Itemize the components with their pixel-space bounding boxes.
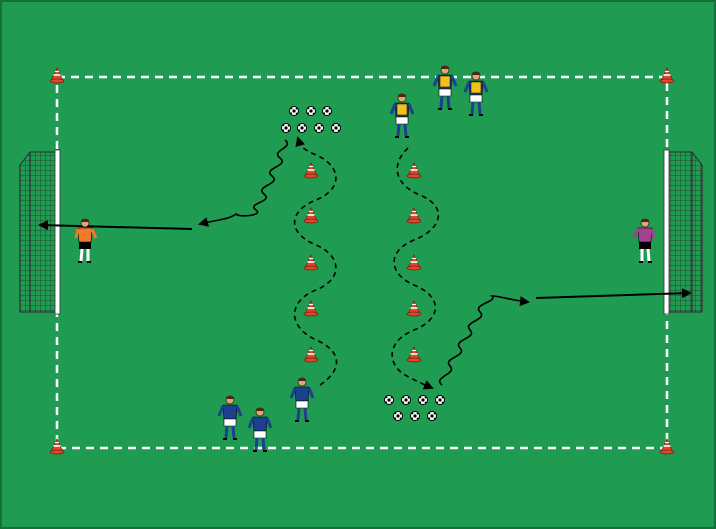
left-goal: [20, 150, 60, 314]
right-goal: [664, 150, 702, 314]
